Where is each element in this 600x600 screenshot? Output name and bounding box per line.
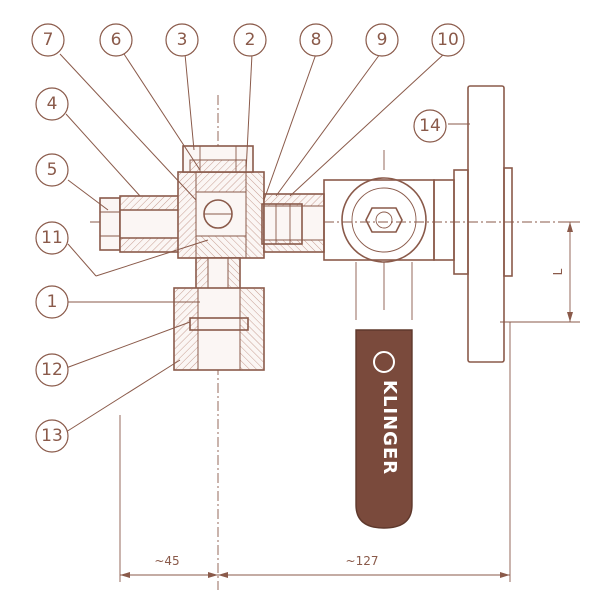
svg-text:8: 8 — [311, 30, 322, 50]
balloon-5: 5 — [35, 153, 69, 187]
balloon-7: 7 — [31, 23, 65, 57]
svg-text:5: 5 — [47, 160, 58, 180]
svg-text:11: 11 — [41, 228, 63, 248]
balloon-4: 4 — [35, 87, 69, 121]
dim-left-width: ~45 — [154, 554, 179, 568]
dim-right-width: ~127 — [346, 554, 379, 568]
svg-text:4: 4 — [47, 94, 58, 114]
balloon-10: 10 — [431, 23, 465, 57]
balloon-1: 1 — [35, 285, 69, 319]
top-cap — [182, 145, 254, 173]
dimensions: ~45 ~127 L — [119, 221, 580, 582]
handle-brand-text: KLINGER — [379, 380, 400, 475]
balloon-12: 12 — [35, 353, 69, 387]
balloon-6: 6 — [99, 23, 133, 57]
lever-head — [341, 150, 427, 320]
svg-text:10: 10 — [437, 30, 459, 50]
svg-text:13: 13 — [41, 426, 63, 446]
balloon-11: 11 — [35, 221, 69, 255]
flange — [433, 85, 513, 363]
balloon-2: 2 — [233, 23, 267, 57]
balloon-14: 14 — [413, 109, 447, 143]
svg-text:7: 7 — [43, 30, 54, 50]
valve-body — [177, 171, 265, 259]
svg-text:6: 6 — [111, 30, 122, 50]
balloon-8: 8 — [299, 23, 333, 57]
svg-text:1: 1 — [47, 292, 58, 312]
svg-text:14: 14 — [419, 116, 441, 136]
balloon-3: 3 — [165, 23, 199, 57]
leader-lines — [59, 53, 470, 433]
svg-text:12: 12 — [41, 360, 63, 380]
balloon-13: 13 — [35, 419, 69, 453]
svg-text:2: 2 — [245, 30, 256, 50]
bottom-connector — [173, 287, 265, 371]
valve-handle: KLINGER — [355, 329, 413, 529]
horizontal-pipe — [261, 179, 435, 261]
svg-text:3: 3 — [177, 30, 188, 50]
svg-text:9: 9 — [377, 30, 388, 50]
balloon-9: 9 — [365, 23, 399, 57]
side-connector — [99, 195, 181, 253]
dim-height: L — [551, 268, 565, 275]
